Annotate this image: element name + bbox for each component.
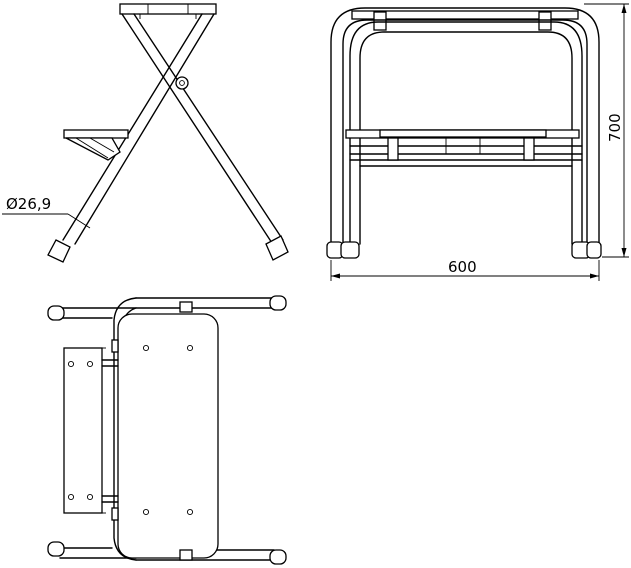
tube-diameter-label: Ø26,9 [6,195,51,213]
height-dimension-label: 700 [606,113,624,142]
front-view-inner-frame [349,21,583,245]
side-view: Ø26,9 [2,3,289,263]
front-view: 600 700 [326,3,629,281]
side-view-leg-a [121,13,289,261]
side-view-foot-cap-right [265,235,289,261]
front-view-foot-right-outer [586,241,602,259]
front-view-seat [351,10,579,20]
side-view-seat [119,3,217,15]
front-view-foot-left-inner [340,241,360,259]
top-view-seat [117,313,219,559]
top-view-step [63,347,103,514]
side-view-foot-cap-left [47,239,71,263]
diameter-leader: Ø26,9 [2,195,91,229]
front-view-cross-rail [345,129,583,167]
width-dimension: 600 [330,258,600,281]
height-dimension: 700 [584,3,629,258]
top-view [47,295,287,565]
side-view-step [63,129,129,161]
front-view-outer-frame [330,7,600,245]
pivot-bolt [175,76,189,90]
width-dimension-label: 600 [448,258,477,276]
side-view-leg-b [47,13,215,263]
